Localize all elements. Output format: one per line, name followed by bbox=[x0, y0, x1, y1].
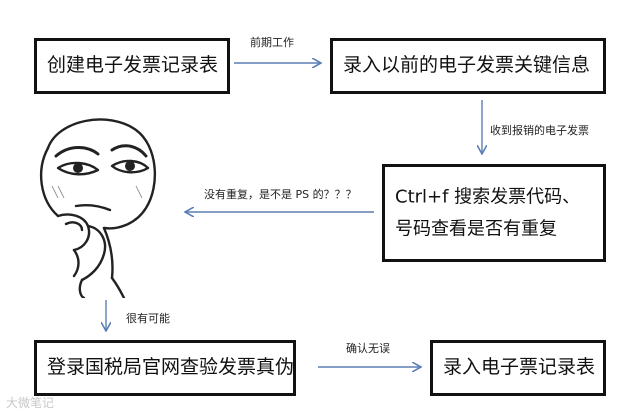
edge-label-possible: 很有可能 bbox=[126, 312, 170, 325]
node-record-prior-label: 录入以前的电子发票关键信息 bbox=[343, 54, 591, 77]
watermark: 大微笔记 bbox=[6, 396, 55, 410]
node-verify-label: 登录国税局官网查验发票真伪 bbox=[47, 356, 295, 379]
node-create-table-label: 创建电子发票记录表 bbox=[47, 54, 219, 77]
edge-label-no-dup: 没有重复，是不是 PS 的？？？ bbox=[204, 188, 357, 201]
edge-label-early-work: 前期工作 bbox=[250, 36, 294, 49]
node-record-table: 录入电子票记录表 bbox=[430, 340, 606, 396]
node-create-table: 创建电子发票记录表 bbox=[34, 38, 230, 94]
node-search-label: Ctrl+f 搜索发票代码、号码查看是否有重复 bbox=[395, 186, 581, 240]
edge-label-confirmed: 确认无误 bbox=[346, 342, 390, 355]
edge-label-received: 收到报销的电子发票 bbox=[490, 124, 589, 137]
node-record-table-label: 录入电子票记录表 bbox=[443, 356, 596, 379]
node-search: Ctrl+f 搜索发票代码、号码查看是否有重复 bbox=[382, 164, 606, 262]
node-verify: 登录国税局官网查验发票真伪 bbox=[34, 340, 296, 396]
thinking-face-icon bbox=[40, 118, 157, 298]
node-record-prior: 录入以前的电子发票关键信息 bbox=[330, 38, 606, 94]
